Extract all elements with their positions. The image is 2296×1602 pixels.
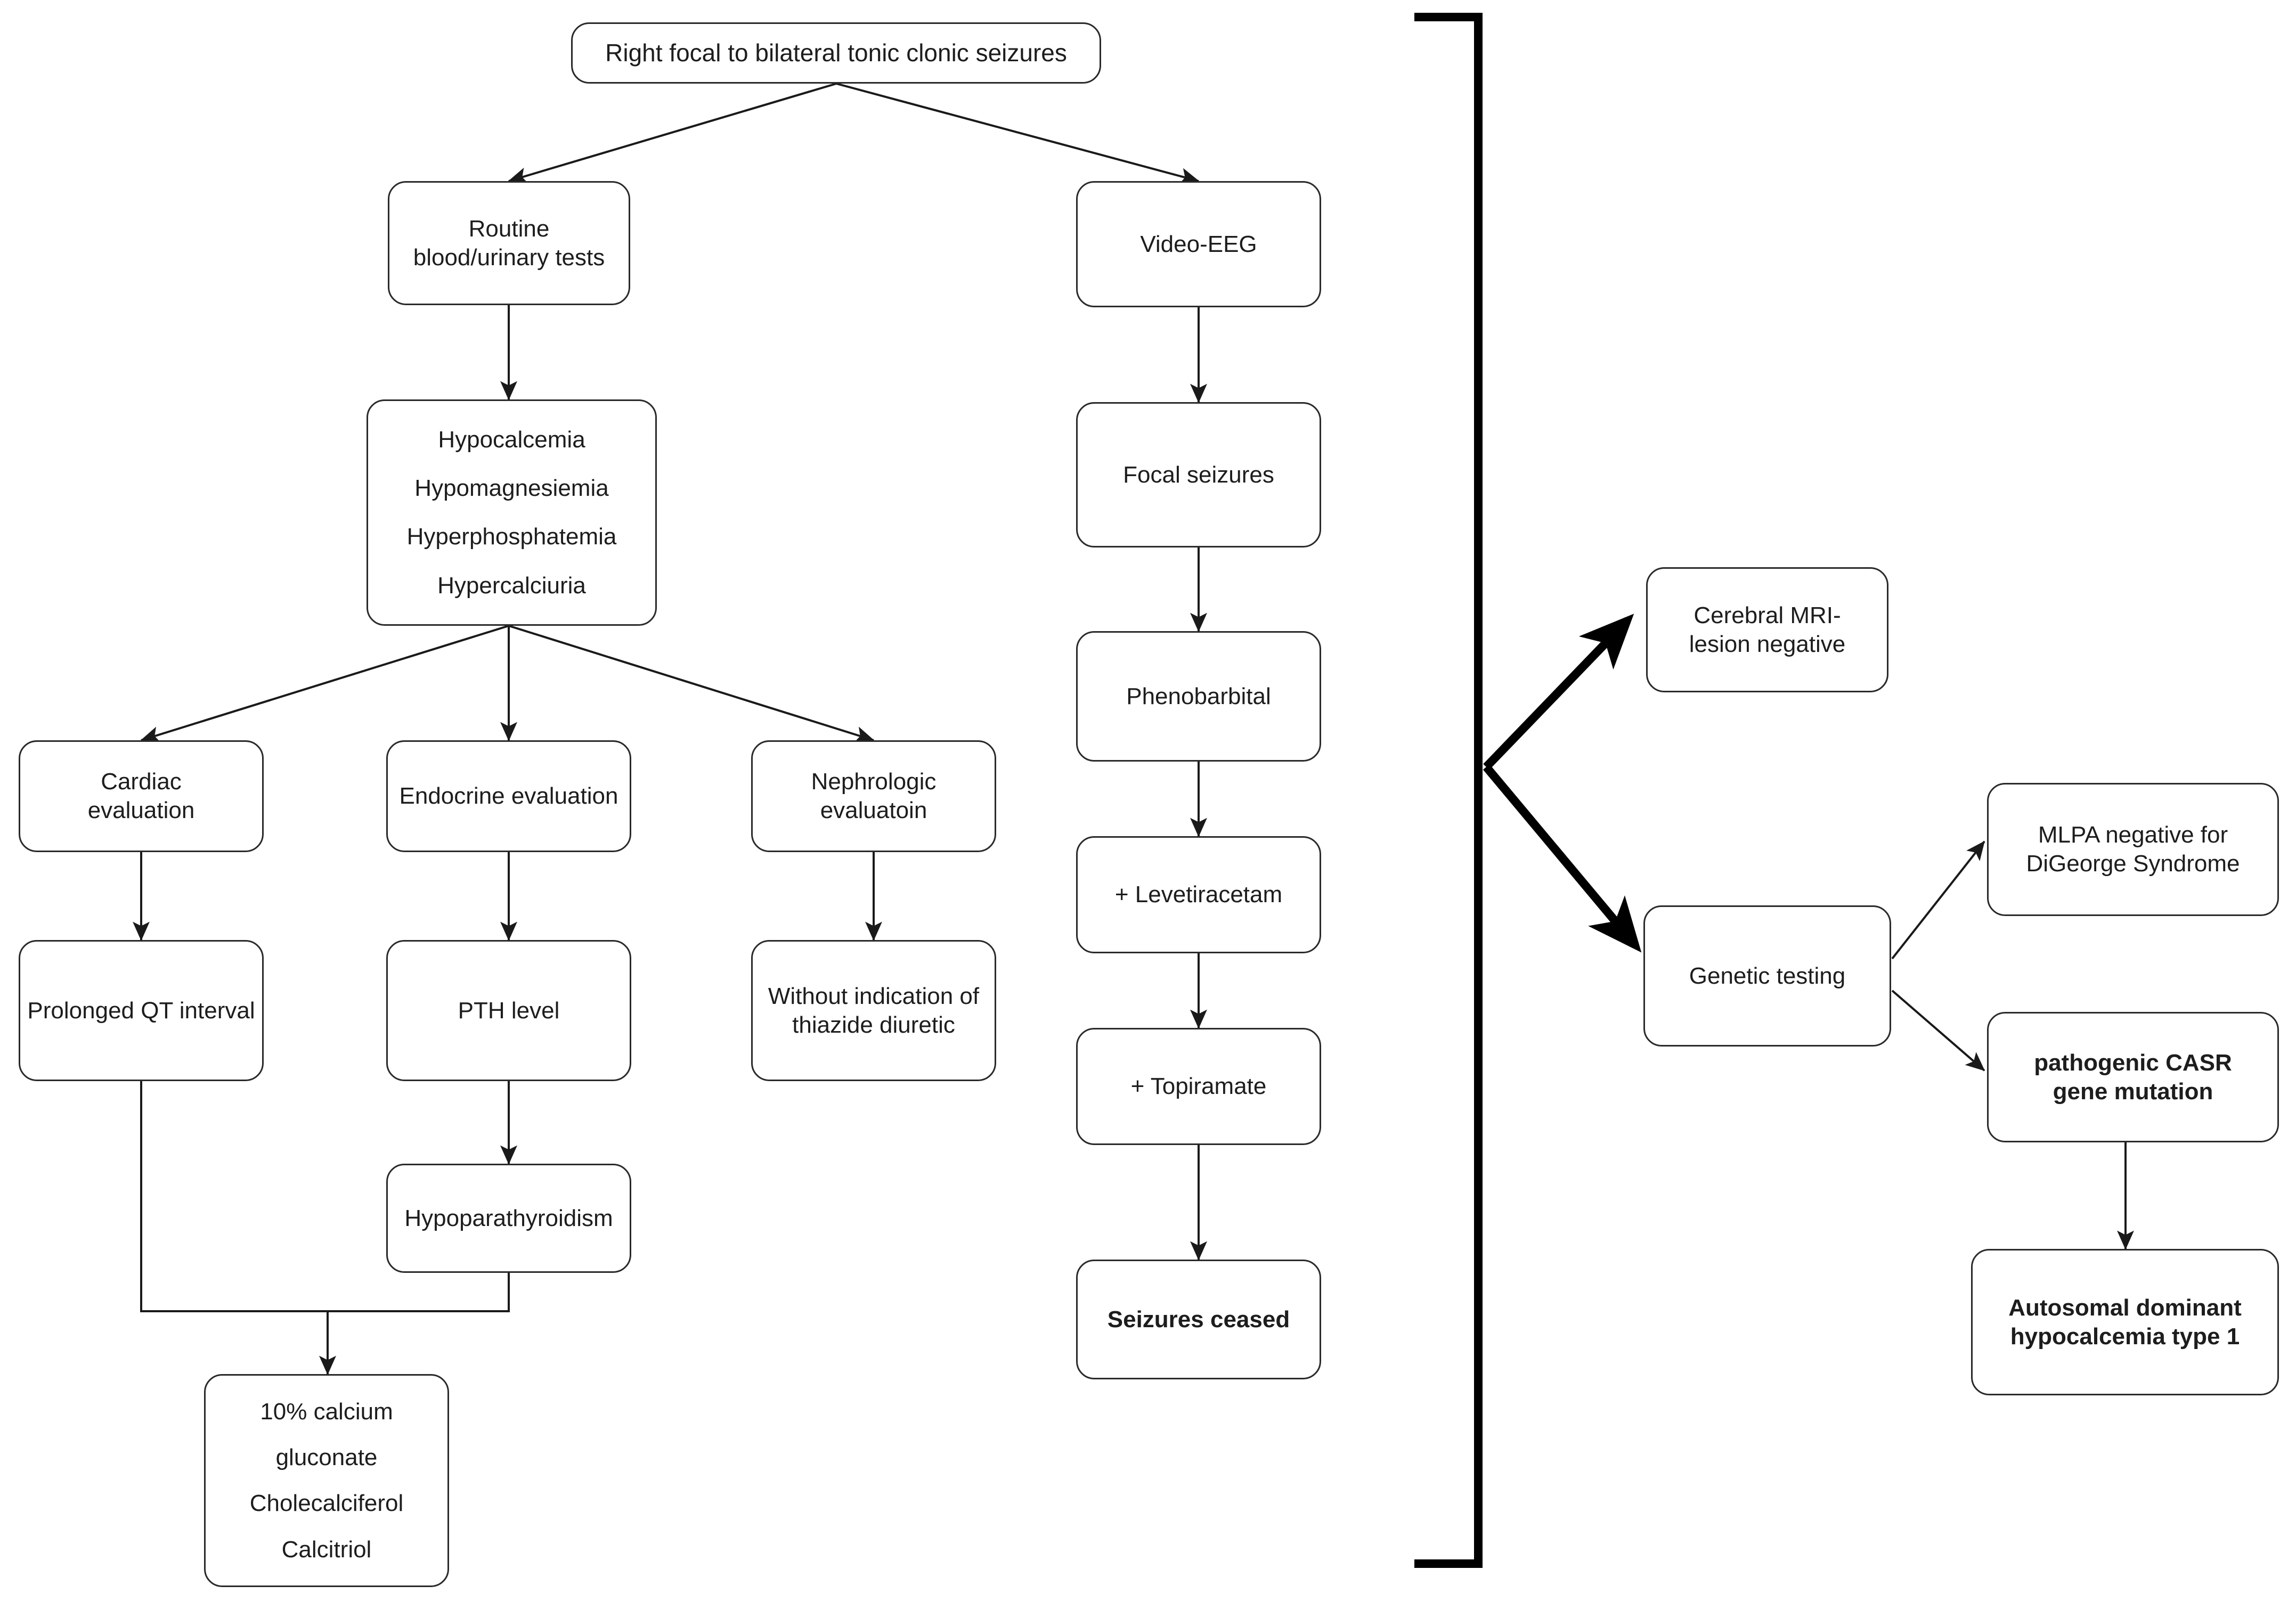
node-label-line: Phenobarbital (1126, 683, 1271, 709)
node-levetiracetam[interactable]: + Levetiracetam (1076, 836, 1321, 953)
node-label-line: DiGeorge Syndrome (2026, 851, 2240, 877)
node-label-line: Hypoparathyroidism (404, 1205, 613, 1231)
node-label-line: lesion negative (1689, 631, 1846, 657)
node-pth-level[interactable]: PTH level (386, 940, 631, 1081)
node-label-line: Hypomagnesiemia (414, 475, 609, 501)
node-label-line: Nephrologic (811, 769, 937, 795)
bracket-bottom-bar (1414, 1559, 1483, 1568)
node-label-line: MLPA negative for (2038, 822, 2228, 848)
node-cardiac-evaluation[interactable]: Cardiac evaluation (19, 740, 264, 852)
node-label-line: Cerebral MRI- (1693, 602, 1841, 628)
node-label-line: Cholecalciferol (249, 1490, 404, 1517)
node-label-line: 10% calcium (260, 1398, 393, 1425)
node-label-line: hypocalcemia type 1 (2010, 1323, 2240, 1350)
node-genetic-testing[interactable]: Genetic testing (1643, 905, 1891, 1047)
node-endocrine-evaluation[interactable]: Endocrine evaluation (386, 740, 631, 852)
node-label-line: thiazide diuretic (792, 1011, 955, 1038)
node-label-line: Genetic testing (1689, 962, 1846, 989)
node-autosomal-dominant-hypocalcemia[interactable]: Autosomal dominant hypocalcemia type 1 (1971, 1249, 2279, 1395)
node-label-line: Seizures ceased (1107, 1306, 1290, 1333)
bracket-top-bar (1414, 13, 1483, 21)
node-label-line: Autosomal dominant (2008, 1294, 2242, 1321)
scope-bracket (1414, 13, 1492, 1568)
node-phenobarbital[interactable]: Phenobarbital (1076, 631, 1321, 762)
node-root-diagnosis[interactable]: Right focal to bilateral tonic clonic se… (571, 22, 1101, 84)
node-label-line: gene mutation (2053, 1078, 2213, 1105)
node-label-line: gluconate (275, 1444, 378, 1470)
node-label-line: + Levetiracetam (1114, 881, 1283, 908)
node-label-line: Hypercalciuria (437, 572, 586, 599)
node-label-line: Routine (468, 215, 550, 242)
bracket-vertical-bar (1474, 13, 1483, 1568)
node-label-line: PTH level (458, 997, 560, 1024)
node-focal-seizures[interactable]: Focal seizures (1076, 402, 1321, 547)
node-nephrologic-evaluation[interactable]: Nephrologic evaluatoin (751, 740, 996, 852)
node-mlpa-negative-digeorge[interactable]: MLPA negative for DiGeorge Syndrome (1987, 783, 2279, 916)
node-video-eeg[interactable]: Video-EEG (1076, 181, 1321, 307)
node-cerebral-mri-lesion-negative[interactable]: Cerebral MRI- lesion negative (1646, 567, 1888, 692)
node-label-line: evaluation (87, 797, 195, 823)
node-label-line: Hypocalcemia (438, 426, 585, 453)
node-lab-findings[interactable]: Hypocalcemia Hypomagnesiemia Hyperphosph… (367, 399, 657, 626)
node-label-line: blood/urinary tests (413, 244, 605, 271)
node-label-line: Video-EEG (1140, 231, 1257, 257)
node-label-line: Without indication of (768, 983, 980, 1009)
node-pathogenic-casr-mutation[interactable]: pathogenic CASR gene mutation (1987, 1012, 2279, 1142)
node-label-line: pathogenic CASR (2034, 1049, 2232, 1076)
node-seizures-ceased[interactable]: Seizures ceased (1076, 1260, 1321, 1379)
node-label: Right focal to bilateral tonic clonic se… (605, 39, 1067, 67)
node-label-line: Calcitriol (281, 1536, 372, 1563)
node-topiramate[interactable]: + Topiramate (1076, 1028, 1321, 1145)
node-label-line: Prolonged QT interval (27, 997, 255, 1024)
node-label-line: Cardiac (101, 769, 182, 795)
node-prolonged-qt-interval[interactable]: Prolonged QT interval (19, 940, 264, 1081)
node-treatment-regimen[interactable]: 10% calcium gluconate Cholecalciferol Ca… (204, 1374, 449, 1587)
node-label-line: Focal seizures (1123, 461, 1274, 488)
node-without-thiazide-indication[interactable]: Without indication of thiazide diuretic (751, 940, 996, 1081)
node-routine-blood-urinary-tests[interactable]: Routine blood/urinary tests (388, 181, 630, 305)
node-hypoparathyroidism[interactable]: Hypoparathyroidism (386, 1164, 631, 1273)
node-label-line: Endocrine evaluation (399, 783, 618, 810)
node-label-line: + Topiramate (1130, 1073, 1267, 1100)
node-label-line: evaluatoin (820, 797, 927, 823)
node-label-line: Hyperphosphatemia (406, 524, 617, 550)
